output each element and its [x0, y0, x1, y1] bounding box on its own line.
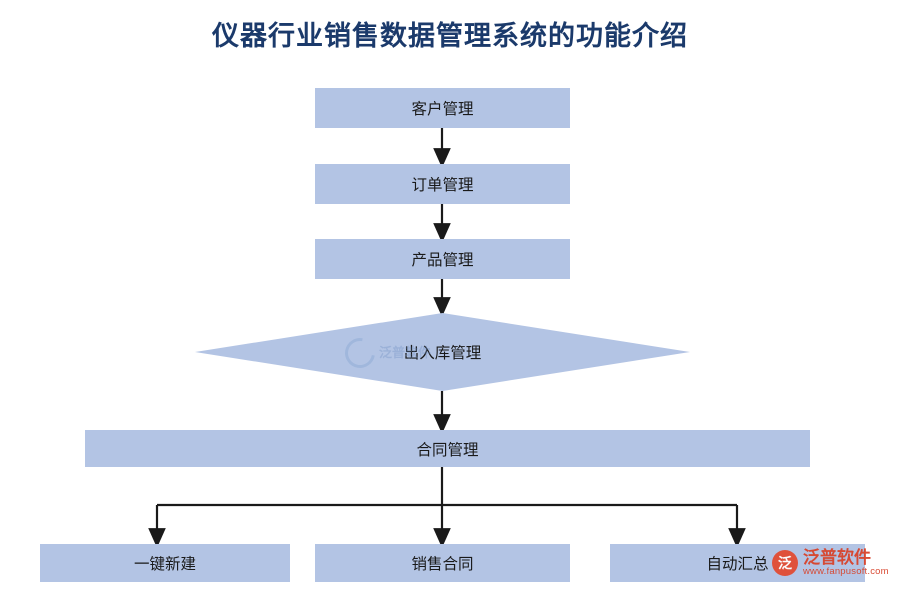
center-watermark-logo: 泛普软件 [339, 332, 455, 374]
node-contract-management[interactable]: 合同管理 [85, 430, 810, 467]
node-warehouse-management[interactable]: 出入库管理 [195, 313, 690, 391]
center-watermark-text: 泛普软件 [379, 344, 432, 360]
node-warehouse-management-label: 出入库管理 [403, 345, 482, 362]
watermark-swirl-icon [339, 332, 381, 374]
brand-url: www.fanpusoft.com [803, 566, 889, 578]
node-one-click-create[interactable]: 一键新建 [40, 544, 290, 582]
brand-name: 泛普软件 [803, 547, 871, 567]
brand-badge-icon: 泛 [772, 550, 798, 576]
node-auto-summary[interactable]: 自动汇总 [610, 544, 865, 582]
brand-watermark: 泛 泛普软件 www.fanpusoft.com [772, 540, 897, 586]
node-order-management[interactable]: 订单管理 [315, 164, 570, 204]
node-sales-contract[interactable]: 销售合同 [315, 544, 570, 582]
node-customer-management[interactable]: 客户管理 [315, 88, 570, 128]
node-product-management[interactable]: 产品管理 [315, 239, 570, 279]
page-title: 仪器行业销售数据管理系统的功能介绍 [212, 21, 688, 51]
